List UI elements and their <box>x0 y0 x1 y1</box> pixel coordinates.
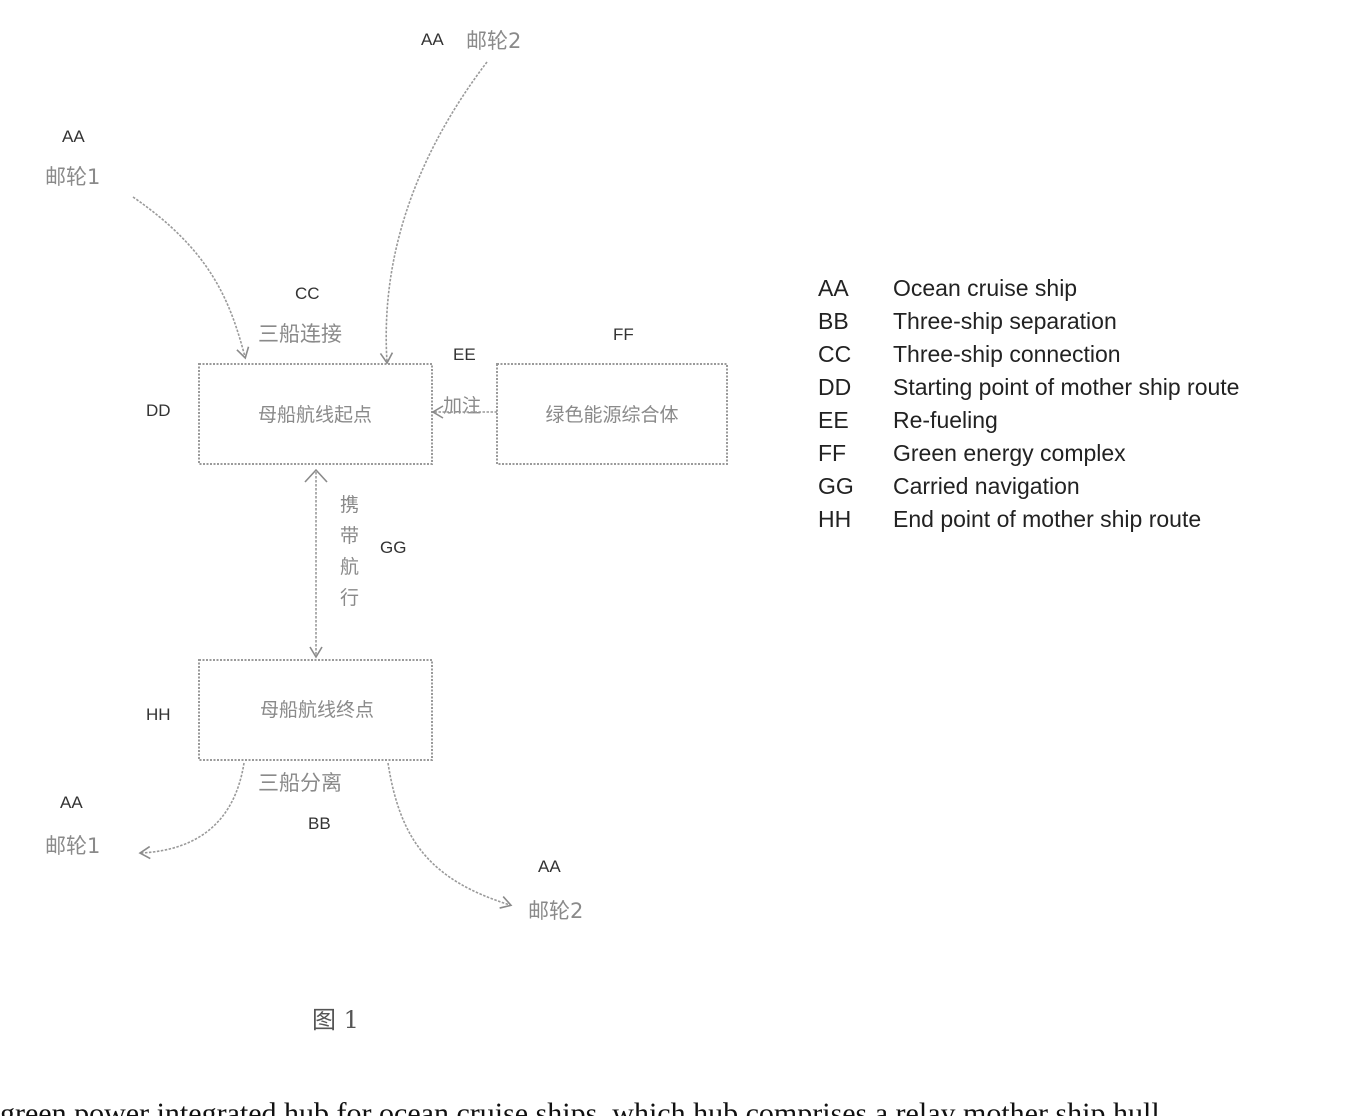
legend-text: Ocean cruise ship <box>893 275 1077 301</box>
energy-node-label: 绿色能源综合体 <box>545 404 678 426</box>
legend-code: DD <box>818 371 893 404</box>
ship-in-2-curve <box>386 62 487 362</box>
ship-out-2-code: AA <box>538 857 561 876</box>
ship-in-2-label: 邮轮2 <box>466 29 521 53</box>
legend-code: EE <box>818 404 893 437</box>
connection-code: CC <box>295 284 320 303</box>
ship-out-2-label: 邮轮2 <box>528 899 583 923</box>
legend-row: FFGreen energy complex <box>818 437 1239 470</box>
legend-row: HHEnd point of mother ship route <box>818 503 1239 536</box>
legend-text: Starting point of mother ship route <box>893 374 1239 400</box>
legend-row: EERe-fueling <box>818 404 1239 437</box>
navigation-char-1: 携 <box>340 494 359 516</box>
legend-code: GG <box>818 470 893 503</box>
legend-row: DDStarting point of mother ship route <box>818 371 1239 404</box>
legend-text: Re-fueling <box>893 407 998 433</box>
navigation-char-2: 带 <box>340 525 359 547</box>
legend-text: Carried navigation <box>893 473 1080 499</box>
legend-row: GGCarried navigation <box>818 470 1239 503</box>
energy-node-code: FF <box>613 325 634 344</box>
legend-text: End point of mother ship route <box>893 506 1201 532</box>
connection-label: 三船连接 <box>258 322 342 346</box>
legend-code: HH <box>818 503 893 536</box>
ship-in-2-code: AA <box>421 30 444 49</box>
legend-row: BBThree-ship separation <box>818 305 1239 338</box>
refuel-label: 加注 <box>443 395 481 417</box>
legend-text: Green energy complex <box>893 440 1126 466</box>
navigation-char-3: 航 <box>340 556 359 578</box>
ship-in-1-curve <box>133 197 245 357</box>
ship-out-2-curve <box>388 763 510 905</box>
end-node-code: HH <box>146 705 171 724</box>
legend-code: FF <box>818 437 893 470</box>
legend-text: Three-ship separation <box>893 308 1117 334</box>
start-node-label: 母船航线起点 <box>258 404 372 426</box>
legend: AAOcean cruise ship BBThree-ship separat… <box>818 272 1239 536</box>
navigation-char-4: 行 <box>340 587 359 609</box>
ship-in-1-code: AA <box>62 127 85 146</box>
legend-text: Three-ship connection <box>893 341 1121 367</box>
ship-in-1-label: 邮轮1 <box>45 165 100 189</box>
legend-code: AA <box>818 272 893 305</box>
legend-row: AAOcean cruise ship <box>818 272 1239 305</box>
ship-out-1-label: 邮轮1 <box>45 834 100 858</box>
refuel-code: EE <box>453 345 476 364</box>
body-text-line: green power integrated hub for ocean cru… <box>0 1094 1371 1116</box>
figure-caption: 图 1 <box>312 1000 359 1035</box>
separation-code: BB <box>308 814 331 833</box>
navigation-code: GG <box>380 538 406 557</box>
start-node-code: DD <box>146 401 171 420</box>
legend-code: BB <box>818 305 893 338</box>
legend-row: CCThree-ship connection <box>818 338 1239 371</box>
legend-code: CC <box>818 338 893 371</box>
separation-label: 三船分离 <box>258 771 342 795</box>
end-node-label: 母船航线终点 <box>260 699 374 721</box>
ship-out-1-curve <box>141 763 244 853</box>
ship-out-1-code: AA <box>60 793 83 812</box>
